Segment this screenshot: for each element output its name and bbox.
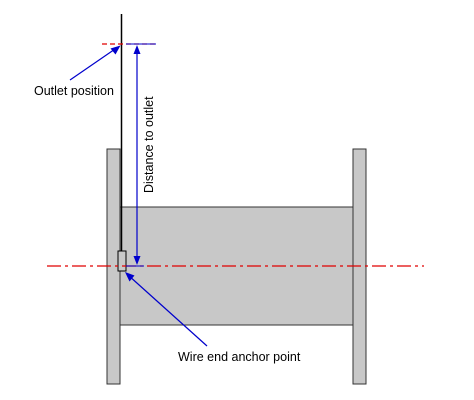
outlet-leader (69, 45, 121, 81)
outlet-position-label: Outlet position (34, 84, 114, 98)
anchor-leader (125, 272, 208, 347)
distance-to-outlet-label: Distance to outlet (142, 96, 156, 193)
wire-anchor-label: Wire end anchor point (178, 350, 301, 364)
distance-dimension (126, 43, 156, 267)
wire-anchor-box (117, 250, 127, 272)
distance-arrow-top (133, 45, 141, 54)
distance-arrow-bottom (133, 256, 141, 265)
